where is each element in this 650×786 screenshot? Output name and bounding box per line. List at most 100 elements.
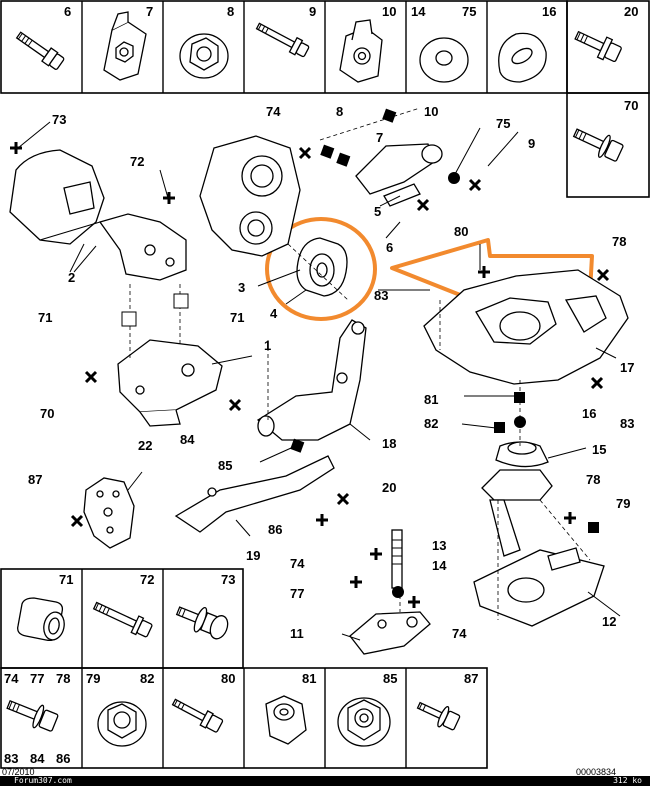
callout-83-right: 83 [620, 416, 634, 431]
long-bolt-icon [15, 31, 65, 70]
top-box-label-8: 8 [227, 4, 234, 19]
torque-arm [256, 319, 367, 441]
locknut-icon [265, 695, 307, 745]
callout-84: 84 [180, 432, 195, 447]
bottom-box-label-80: 80 [221, 671, 235, 686]
assembly-drawing [9, 107, 629, 655]
callout-71-right: 71 [230, 310, 244, 325]
bottom-box-label-83: 83 [4, 751, 18, 766]
screw-icon [171, 698, 224, 733]
flange-nut-icon [97, 701, 147, 747]
bolt-with-washer-icon [572, 128, 624, 162]
callout-17: 17 [620, 360, 634, 375]
callout-71-left: 71 [38, 310, 52, 325]
callout-15: 15 [592, 442, 606, 457]
top-parts-legend: 6 7 8 9 10 14 75 16 20 70 [0, 0, 650, 198]
footer-site: Forum307.com [14, 776, 72, 785]
callout-19: 19 [246, 548, 260, 563]
flange-bolt-icon [574, 30, 622, 63]
bottom-parts-legend: 71 72 73 74 77 78 83 84 86 79 82 80 81 8… [0, 568, 488, 769]
gearbox-support [199, 135, 301, 257]
bottom-box-label-81: 81 [302, 671, 316, 686]
bolt-icon [255, 22, 310, 58]
callout-14: 14 [432, 558, 447, 573]
bottom-box-label-73: 73 [221, 572, 235, 587]
top-box-label-20: 20 [624, 4, 638, 19]
hollow-square-marker [121, 311, 137, 327]
clip-nut-icon [103, 11, 147, 81]
footer-size: 312 ko [613, 776, 642, 785]
bottom-box-label-87: 87 [464, 671, 478, 686]
callout-85: 85 [218, 458, 232, 473]
bottom-box-label-79: 79 [86, 671, 100, 686]
cage-nut-icon [339, 19, 383, 83]
top-box-label-70: 70 [624, 98, 638, 113]
cross-marker [70, 146, 610, 528]
link-bracket [355, 143, 443, 207]
upper-mount [481, 441, 553, 501]
callout-8: 8 [336, 104, 343, 119]
callout-70: 70 [40, 406, 54, 421]
callout-9: 9 [528, 136, 535, 151]
callout-75: 75 [496, 116, 510, 131]
callout-83: 83 [374, 288, 388, 303]
callout-86: 86 [268, 522, 282, 537]
callout-74: 74 [266, 104, 281, 119]
callout-16: 16 [582, 406, 596, 421]
bottom-box-label-82: 82 [140, 671, 154, 686]
callout-10: 10 [424, 104, 438, 119]
callout-13: 13 [432, 538, 446, 553]
bolt-with-washer-icon [175, 606, 229, 640]
lower-plate [473, 499, 605, 627]
highlight-circle [265, 217, 377, 321]
top-box-label-10: 10 [382, 4, 396, 19]
engine-mount-block [9, 149, 187, 281]
dot-marker [392, 586, 404, 598]
bottom-box-label-84: 84 [30, 751, 45, 766]
callout-20: 20 [382, 480, 396, 495]
lower-bracket [117, 339, 223, 427]
bottom-box-label-71: 71 [59, 572, 73, 587]
link-plate [83, 477, 135, 549]
callout-87: 87 [28, 472, 42, 487]
bottom-box-label-77: 77 [30, 671, 44, 686]
callout-12: 12 [602, 614, 616, 629]
subframe-crossmember [423, 269, 629, 385]
bottom-box-label-72: 72 [140, 572, 154, 587]
flange-lock-nut-icon [337, 697, 391, 747]
callout-78: 78 [612, 234, 626, 249]
callout-labels: 73 72 74 8 7 10 75 9 5 6 2 3 4 83 80 78 … [28, 104, 634, 641]
long-flange-bolt-icon [92, 601, 153, 638]
bottom-box-label-74: 74 [4, 671, 19, 686]
small-bracket [349, 611, 431, 655]
callout-18: 18 [382, 436, 396, 451]
top-box-label-6: 6 [64, 4, 71, 19]
callout-4: 4 [270, 306, 278, 321]
stud-bolt [391, 529, 403, 589]
footer-date: 07/2010 [2, 767, 35, 777]
square-marker [290, 108, 599, 533]
callout-1: 1 [264, 338, 271, 353]
callout-72: 72 [130, 154, 144, 169]
callout-7: 7 [376, 130, 383, 145]
callout-77: 77 [290, 586, 304, 601]
flange-screw-icon [416, 701, 461, 731]
torque-bar [174, 455, 335, 533]
top-box-label-75: 75 [462, 4, 476, 19]
top-box-label-7: 7 [146, 4, 153, 19]
callout-80: 80 [454, 224, 468, 239]
hex-nut-flange-icon [179, 33, 229, 79]
callout-74-lower: 74 [452, 626, 467, 641]
top-box-label-9: 9 [309, 4, 316, 19]
cam-washer-icon [498, 32, 547, 83]
footer-ref: 00003834 [576, 767, 616, 777]
bolt-with-washer-icon [6, 699, 59, 732]
callout-3: 3 [238, 280, 245, 295]
top-box-label-14: 14 [411, 4, 426, 19]
callout-22: 22 [138, 438, 152, 453]
callout-11: 11 [290, 626, 304, 641]
bottom-box-label-78: 78 [56, 671, 70, 686]
washer-icon [419, 37, 469, 83]
callout-74-mid: 74 [290, 556, 305, 571]
